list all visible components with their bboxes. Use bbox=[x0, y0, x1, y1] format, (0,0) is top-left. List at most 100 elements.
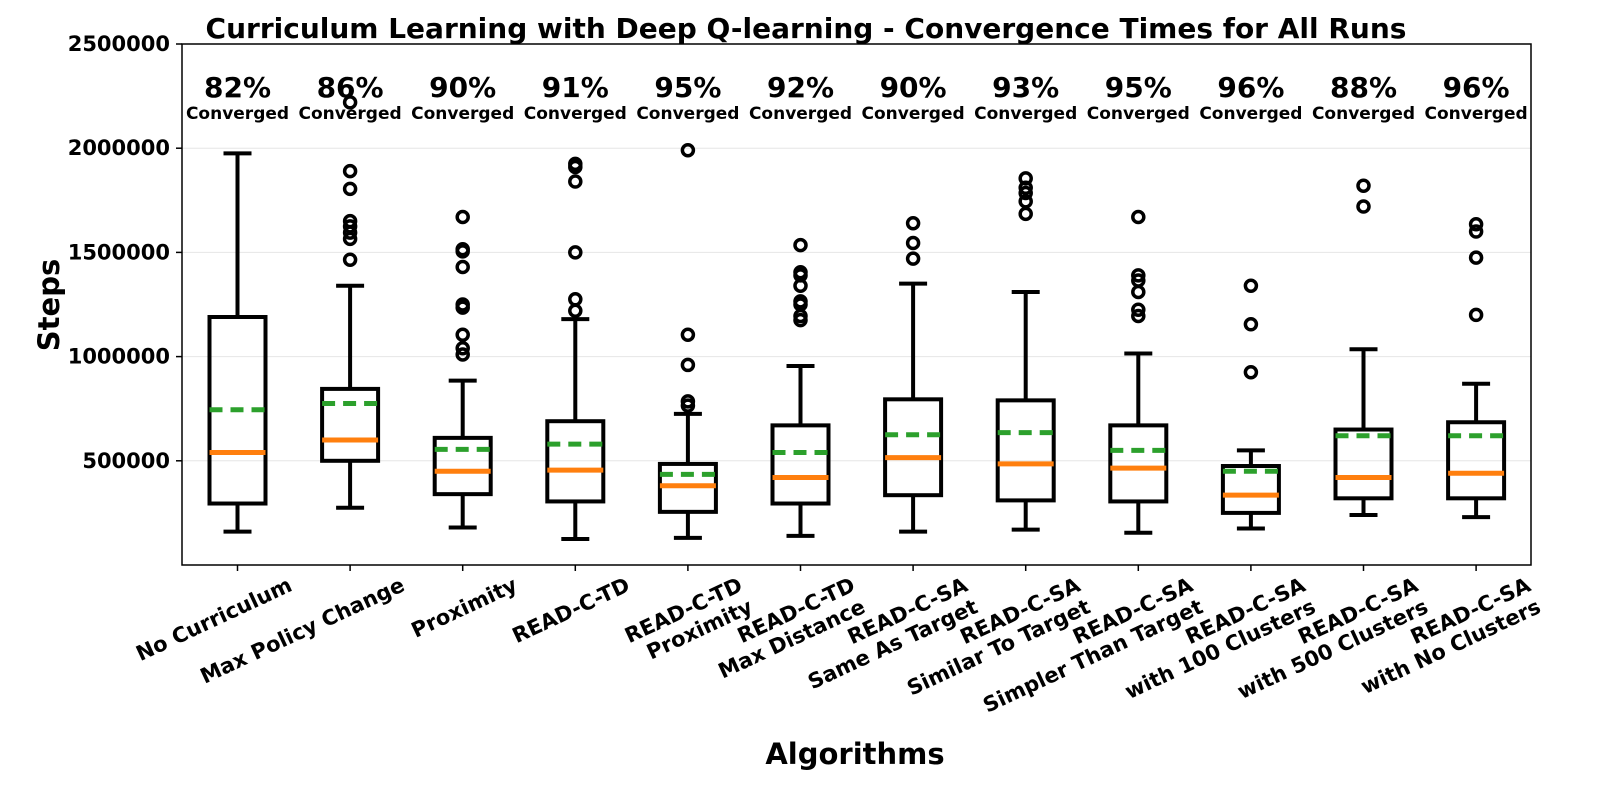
outlier-point bbox=[342, 231, 358, 247]
outlier-point bbox=[793, 312, 808, 328]
outlier-point bbox=[568, 159, 583, 175]
box-iqr bbox=[1220, 464, 1281, 515]
outlier-point bbox=[1243, 278, 1259, 293]
box-group bbox=[432, 209, 493, 530]
outlier-point bbox=[1468, 307, 1484, 323]
box-group bbox=[1333, 178, 1394, 517]
converged-percent-label: 95% bbox=[1105, 71, 1172, 104]
converged-word-label: Converged bbox=[1312, 104, 1415, 124]
outlier-point bbox=[1356, 199, 1371, 214]
outlier-point bbox=[1243, 317, 1259, 332]
outlier-point bbox=[1018, 185, 1033, 201]
x-tick-label: Proximity bbox=[408, 573, 521, 643]
chart-title: Curriculum Learning with Deep Q-learning… bbox=[206, 12, 1407, 45]
converged-percent-label: 82% bbox=[204, 71, 271, 104]
converged-word-label: Converged bbox=[411, 104, 514, 124]
outlier-point bbox=[1018, 206, 1033, 222]
y-tick-label: 2500000 bbox=[68, 32, 170, 56]
box-iqr bbox=[995, 398, 1056, 503]
outlier-point bbox=[1018, 180, 1033, 196]
x-axis-label: Algorithms bbox=[765, 737, 944, 771]
box-group bbox=[1220, 278, 1281, 531]
outlier-point bbox=[905, 251, 921, 266]
outlier-point bbox=[568, 174, 583, 189]
outlier-point bbox=[342, 252, 358, 267]
box-group bbox=[657, 143, 718, 540]
plot-area: 82%Converged86%Converged90%Converged91%C… bbox=[186, 71, 1528, 541]
outlier-point bbox=[342, 225, 358, 240]
outlier-point bbox=[793, 278, 808, 293]
converged-word-label: Converged bbox=[974, 104, 1077, 124]
x-tick-label-line: Proximity bbox=[408, 573, 521, 643]
outlier-point bbox=[1468, 250, 1484, 265]
converged-percent-label: 91% bbox=[542, 71, 609, 104]
box-group bbox=[883, 215, 944, 534]
converged-word-label: Converged bbox=[1425, 104, 1528, 124]
box-iqr bbox=[770, 423, 831, 506]
converged-word-label: Converged bbox=[749, 104, 852, 124]
outlier-point bbox=[1131, 268, 1146, 283]
y-tick-label: 1000000 bbox=[68, 345, 170, 369]
outlier-point bbox=[455, 341, 470, 356]
outlier-point bbox=[455, 209, 470, 225]
outlier-point bbox=[455, 327, 470, 342]
converged-word-label: Converged bbox=[636, 104, 739, 124]
y-tick-label: 1500000 bbox=[68, 240, 170, 264]
box-group bbox=[1108, 209, 1169, 535]
box-group bbox=[770, 237, 831, 538]
outlier-point bbox=[568, 245, 583, 260]
box-iqr bbox=[883, 397, 944, 498]
outlier-point bbox=[1131, 209, 1146, 225]
outlier-point bbox=[793, 297, 808, 312]
outlier-point bbox=[1131, 308, 1146, 324]
outlier-point bbox=[905, 235, 921, 251]
converged-percent-label: 95% bbox=[654, 71, 721, 104]
converged-percent-label: 90% bbox=[429, 71, 496, 104]
box-group bbox=[207, 151, 268, 534]
y-axis: 500000 1000000 1500000 2000000 2500000 bbox=[68, 32, 182, 473]
box-group bbox=[545, 156, 606, 541]
converged-percent-label: 92% bbox=[767, 71, 834, 104]
outlier-point bbox=[1018, 194, 1033, 209]
outlier-point bbox=[905, 215, 921, 231]
converged-percent-label: 90% bbox=[880, 71, 947, 104]
outlier-point bbox=[793, 237, 808, 253]
plot-frame bbox=[181, 43, 1532, 566]
box-iqr bbox=[432, 435, 493, 497]
converged-word-label: Converged bbox=[1199, 104, 1302, 124]
outlier-point bbox=[680, 357, 696, 373]
box-group bbox=[1446, 217, 1507, 520]
converged-percent-label: 93% bbox=[992, 71, 1059, 104]
outlier-point bbox=[455, 300, 470, 315]
y-tick-label: 2000000 bbox=[68, 136, 170, 160]
y-axis-label: Steps bbox=[32, 259, 66, 351]
x-tick-label-line: Max Policy Change bbox=[197, 573, 409, 689]
y-tick-label: 500000 bbox=[82, 449, 170, 473]
outlier-point bbox=[455, 347, 470, 362]
outlier-point bbox=[342, 181, 358, 197]
outlier-point bbox=[1468, 217, 1484, 232]
converged-percent-label: 88% bbox=[1330, 71, 1397, 104]
box-iqr bbox=[1446, 420, 1507, 501]
outlier-point bbox=[1243, 364, 1259, 380]
converged-percent-label: 86% bbox=[317, 71, 384, 104]
box-iqr bbox=[1333, 427, 1394, 501]
box-iqr bbox=[320, 386, 381, 463]
converged-word-label: Converged bbox=[862, 104, 965, 124]
x-tick-label: READ-C-TD bbox=[509, 573, 634, 648]
outlier-point bbox=[568, 292, 583, 307]
box-group bbox=[320, 95, 381, 510]
outlier-point bbox=[680, 143, 696, 158]
outlier-point bbox=[342, 163, 358, 179]
converged-word-label: Converged bbox=[524, 104, 627, 124]
outlier-point bbox=[1356, 178, 1371, 193]
box-iqr bbox=[1108, 423, 1169, 504]
outlier-point bbox=[1131, 302, 1146, 317]
converged-word-label: Converged bbox=[1087, 104, 1190, 124]
outlier-point bbox=[455, 259, 470, 275]
x-tick-label: Max Policy Change bbox=[197, 573, 409, 689]
outlier-point bbox=[568, 303, 583, 319]
outlier-point bbox=[680, 327, 696, 342]
outlier-point bbox=[342, 95, 358, 110]
